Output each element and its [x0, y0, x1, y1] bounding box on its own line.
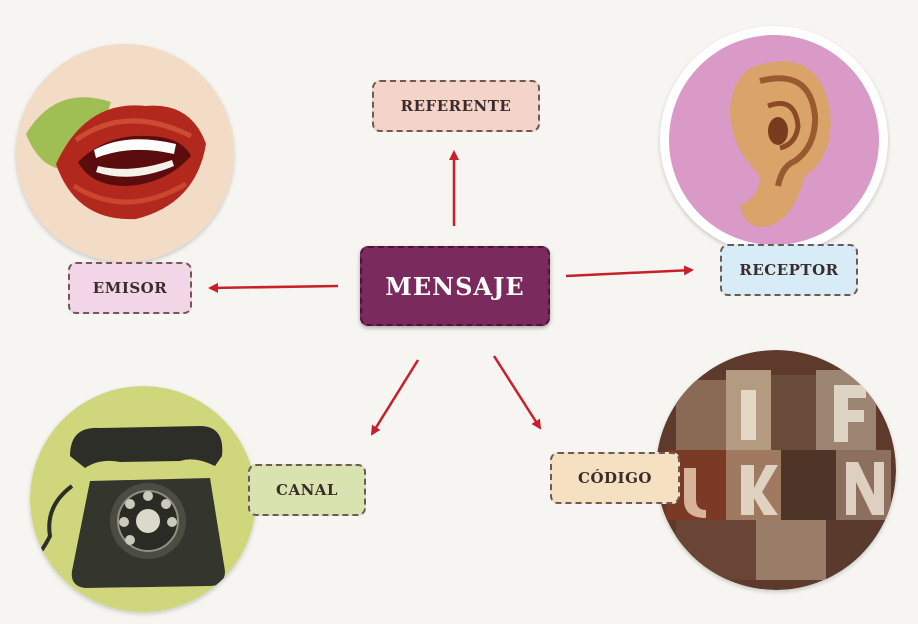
canal-label-text: CANAL [276, 481, 338, 499]
arrow-to-emisor [210, 286, 338, 288]
mensaje-label-text: MENSAJE [385, 272, 524, 301]
referente-label: REFERENTE [372, 80, 540, 132]
receptor-image-circle [660, 26, 888, 254]
codigo-image-circle [656, 350, 896, 590]
receptor-label-text: RECEPTOR [739, 261, 838, 279]
codigo-label: CÓDIGO [550, 452, 680, 504]
emisor-image-circle [16, 44, 234, 262]
codigo-label-text: CÓDIGO [578, 469, 652, 487]
mouth-icon [16, 44, 234, 262]
emisor-label-text: EMISOR [93, 279, 167, 297]
receptor-label: RECEPTOR [720, 244, 858, 296]
arrow-to-receptor [566, 270, 692, 276]
emisor-label: EMISOR [68, 262, 192, 314]
telephone-icon [30, 386, 256, 612]
arrow-to-codigo [494, 356, 540, 428]
canal-label: CANAL [248, 464, 366, 516]
mensaje-center-label: MENSAJE [360, 246, 550, 326]
arrow-to-canal [372, 360, 418, 434]
wooden-type-icon [656, 350, 896, 590]
referente-label-text: REFERENTE [401, 97, 512, 115]
ear-icon [660, 26, 888, 254]
canal-image-circle [30, 386, 256, 612]
